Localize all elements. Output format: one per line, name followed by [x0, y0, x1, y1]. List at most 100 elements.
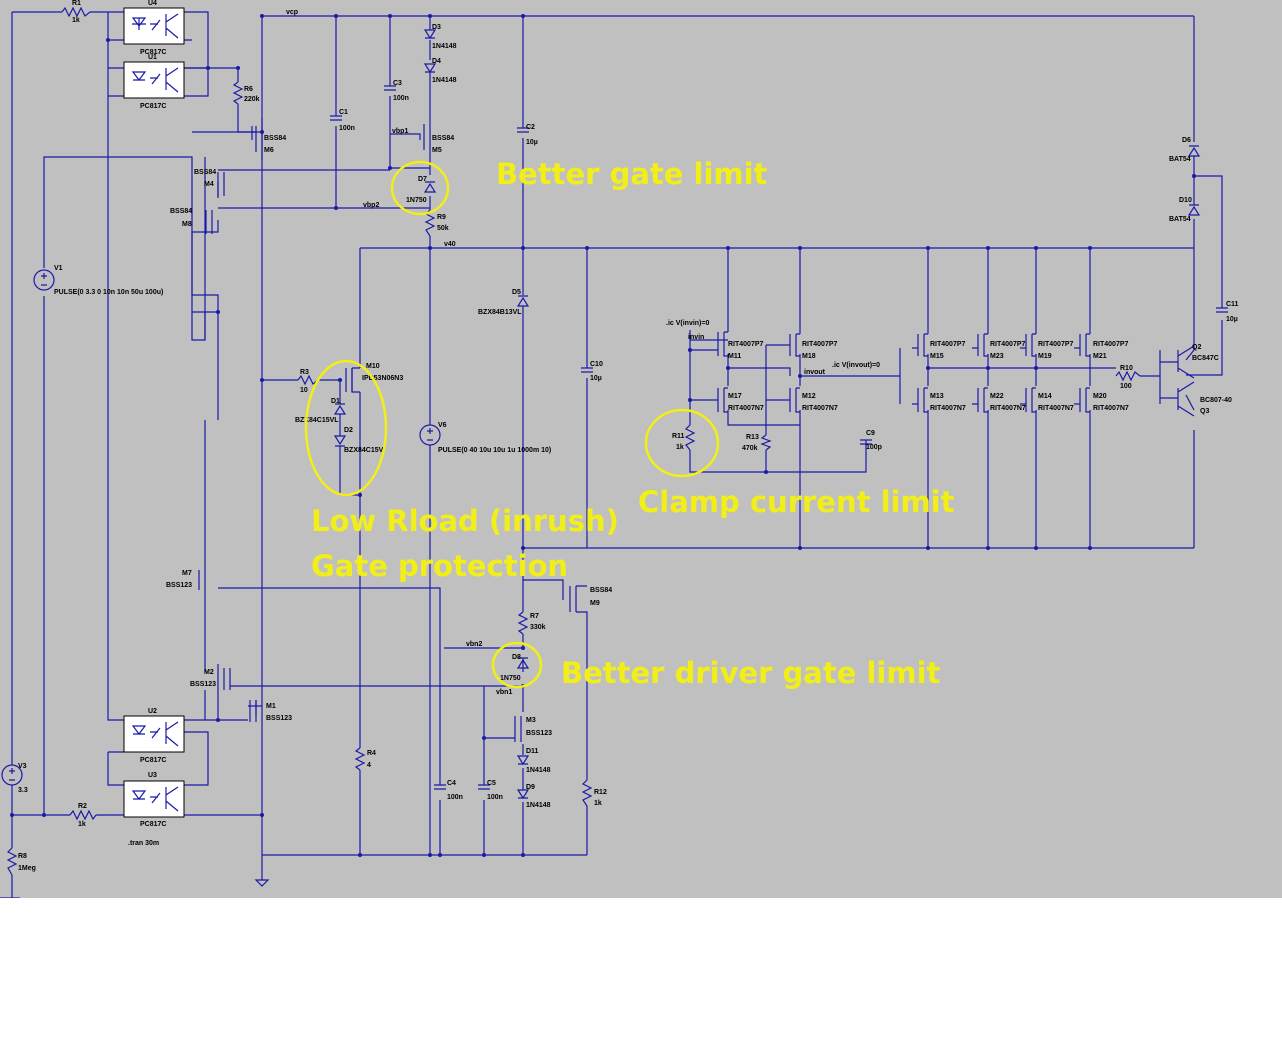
u3-name: U3 — [148, 772, 157, 779]
c9-name: C9 — [866, 430, 875, 437]
mosfet-symbols — [198, 124, 1090, 742]
m9-value: BSS84 — [590, 587, 612, 594]
r13-value: 470k — [742, 445, 758, 452]
source-v6-symbol — [419, 424, 441, 446]
c11-name: C11 — [1226, 301, 1239, 308]
d6-name: D6 — [1182, 137, 1191, 144]
annotation-inrush-line1: Low Rload (inrush) — [311, 504, 619, 538]
net-vbn2: vbn2 — [466, 641, 482, 648]
net-v40: v40 — [444, 241, 456, 248]
opto-u2 — [123, 715, 185, 753]
d11-value: 1N4148 — [526, 767, 551, 774]
r8-name: R8 — [18, 853, 27, 860]
net-labels: vcp vbp1 vbp2 v40 vbn2 vbn1 invin invout — [286, 9, 826, 696]
r1-name: R1 — [72, 0, 81, 7]
c4-value: 100n — [447, 794, 463, 801]
v1-name: V1 — [54, 265, 63, 272]
m11-value: RIT4007P7 — [728, 341, 764, 348]
d8-value: 1N750 — [500, 675, 521, 682]
r4-name: R4 — [367, 750, 376, 757]
highlight-zener-pair — [304, 359, 388, 497]
q3-value: BC807-40 — [1200, 397, 1232, 404]
m12-name: M12 — [802, 393, 816, 400]
m22-name: M22 — [990, 393, 1004, 400]
d8-name: D8 — [512, 654, 521, 661]
d3-value: 1N4148 — [432, 43, 457, 50]
highlight-r11 — [644, 408, 720, 478]
m18-value: RIT4007P7 — [802, 341, 838, 348]
v1-value: PULSE(0 3.3 0 10n 10n 50u 100u) — [54, 289, 163, 296]
u1-value: PC817C — [140, 103, 166, 110]
r6-value: 220k — [244, 96, 260, 103]
d2-name: D2 — [344, 427, 353, 434]
u4-value: PC817C — [140, 49, 166, 56]
u3-value: PC817C — [140, 821, 166, 828]
r6-name: R6 — [244, 86, 253, 93]
m21-name: M21 — [1093, 353, 1107, 360]
m15-name: M15 — [930, 353, 944, 360]
r4-value: 4 — [367, 762, 371, 769]
u4-name: U4 — [148, 0, 157, 7]
r2-value: 1k — [78, 821, 86, 828]
m20-name: M20 — [1093, 393, 1107, 400]
m11-name: M11 — [728, 353, 741, 360]
v6-name: V6 — [438, 422, 447, 429]
opto-u3 — [123, 780, 185, 818]
d4-name: D4 — [432, 58, 441, 65]
r11-name: R11 — [672, 433, 685, 440]
d1-name: D1 — [331, 398, 340, 405]
q3-name: Q3 — [1200, 408, 1209, 415]
m17-value: RIT4007N7 — [728, 405, 764, 412]
c3-name: C3 — [393, 80, 402, 87]
source-v1-symbol — [33, 269, 55, 291]
annotation-highlights — [304, 160, 720, 689]
r9-name: R9 — [437, 214, 446, 221]
m8-value: BSS84 — [170, 208, 192, 215]
highlight-d8 — [491, 641, 543, 689]
m5-value: BSS84 — [432, 135, 454, 142]
c1-value: 100n — [339, 125, 355, 132]
m20-value: RIT4007N7 — [1093, 405, 1129, 412]
m3-name: M3 — [526, 717, 536, 724]
c9-value: 100p — [866, 444, 882, 451]
r12-name: R12 — [594, 789, 607, 796]
r11-value: 1k — [676, 444, 684, 451]
r9-value: 50k — [437, 225, 449, 232]
c2-name: C2 — [526, 124, 535, 131]
m1-name: M1 — [266, 703, 276, 710]
m15-value: RIT4007P7 — [930, 341, 966, 348]
annotation-gate-limit: Better gate limit — [496, 157, 768, 191]
r10-name: R10 — [1120, 365, 1133, 372]
net-vbp1: vbp1 — [392, 128, 408, 135]
q2-value: BC847C — [1192, 355, 1219, 362]
m1-value: BSS123 — [266, 715, 292, 722]
m13-name: M13 — [930, 393, 944, 400]
m23-name: M23 — [990, 353, 1004, 360]
d11-name: D11 — [526, 748, 539, 755]
q2-name: Q2 — [1192, 344, 1201, 351]
m6-name: M6 — [264, 147, 274, 154]
m13-value: RIT4007N7 — [930, 405, 966, 412]
spice-directives: .ic V(invin)=0 .ic V(invout)=0 .tran 30m — [128, 320, 880, 847]
d4-value: 1N4148 — [432, 77, 457, 84]
u2-name: U2 — [148, 708, 157, 715]
m14-name: M14 — [1038, 393, 1052, 400]
net-vbn1: vbn1 — [496, 689, 512, 696]
r10-value: 100 — [1120, 383, 1132, 390]
v3-value: 3.3 — [18, 787, 28, 794]
d3-name: D3 — [432, 24, 441, 31]
m4-value: BSS84 — [194, 169, 216, 176]
resistor-symbols — [6, 6, 1141, 876]
wires — [11, 11, 1223, 898]
d10-name: D10 — [1179, 197, 1192, 204]
m21-value: RIT4007P7 — [1093, 341, 1129, 348]
opto-u1 — [123, 61, 185, 99]
d2-value: BZX84C15V — [344, 447, 384, 454]
m2-value: BSS123 — [190, 681, 216, 688]
capacitor-symbols — [330, 85, 1228, 790]
c11-value: 10µ — [1226, 316, 1238, 323]
d6-value: BAT54 — [1169, 156, 1191, 163]
diode-symbols — [333, 29, 1201, 800]
d10-value: BAT54 — [1169, 216, 1191, 223]
m3-value: BSS123 — [526, 730, 552, 737]
